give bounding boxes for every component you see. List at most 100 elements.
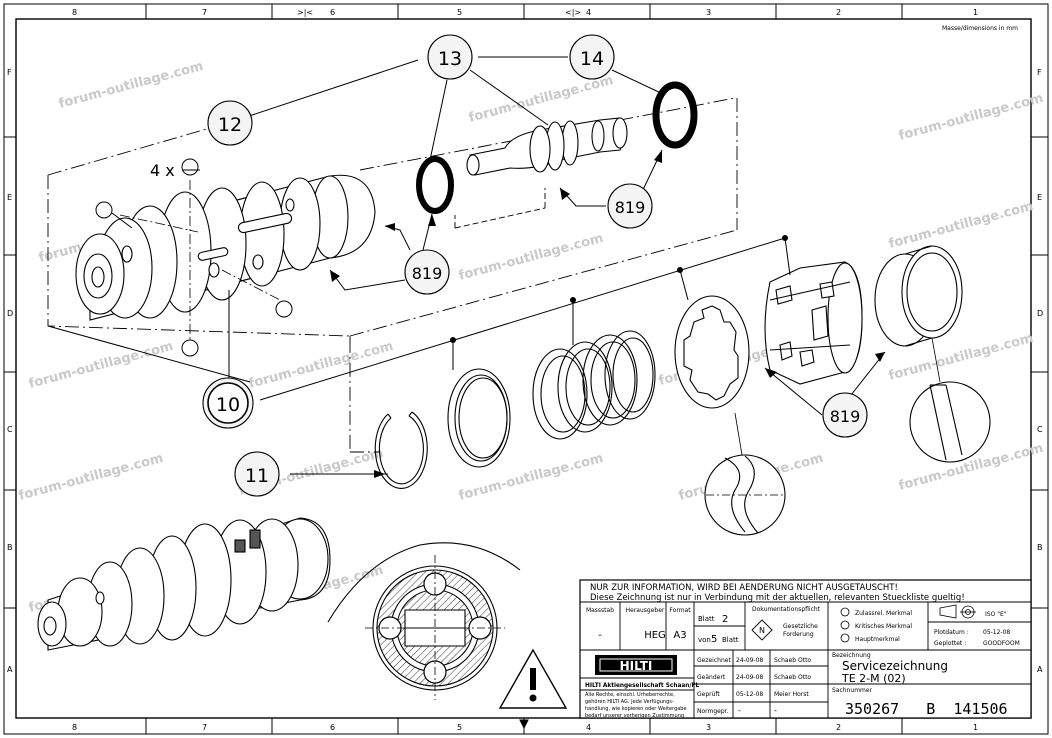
callout-number: 11: [245, 465, 269, 487]
rights-line: gehören HILTI AG. Jede Verfügungs-: [585, 699, 674, 705]
callout-number: 13: [438, 48, 462, 70]
callout-10: 10: [202, 377, 254, 429]
col-label: 4: [586, 723, 591, 732]
watermark-text: forum-outillage.com: [457, 451, 605, 504]
o-ring-14: [652, 81, 698, 149]
gezeichnet-name: Schaeb Otto: [774, 657, 811, 664]
legal-symbol: N: [759, 626, 765, 635]
row-label: F: [1037, 68, 1042, 77]
ball: [275, 300, 293, 318]
callout-819-right: 819: [822, 392, 868, 438]
col-label: 1: [973, 723, 978, 732]
callout-number: 10: [216, 394, 240, 416]
watermark-text: forum-outillage.com: [57, 59, 205, 112]
leader-dots: [450, 235, 788, 343]
callout-number: 14: [580, 48, 604, 70]
rights-line: handlung, wie kopieren oder Weitergabe: [585, 706, 687, 712]
callout-819-left: 819: [404, 249, 450, 295]
mark-2: Kritisches Merkmal: [855, 623, 912, 630]
sleeve-part: [874, 245, 963, 347]
mark-1: Zulassrel. Merkmal: [855, 610, 912, 617]
geplottet-label: Geplottet :: [934, 640, 966, 647]
quantity-label: 4 x: [150, 161, 175, 180]
col-label: 8: [72, 8, 77, 17]
title-block: NUR ZUR INFORMATION, WIRD BEI AENDERUNG …: [579, 579, 1032, 719]
watermark-text: forum-outillage.com: [467, 73, 615, 126]
gesetz-line-1: Gesetzliche: [783, 623, 818, 630]
rights-line: bedarf unserer vorherigen Zustimmung: [585, 713, 684, 719]
von-value: 5: [711, 634, 717, 645]
projection-symbol-icon: [939, 604, 976, 619]
watermark-text: forum-outillage.com: [897, 91, 1045, 144]
callout-13: 13: [427, 34, 473, 80]
warning-icon: [498, 648, 568, 709]
watermark-text: forum-outillage.com: [457, 231, 605, 284]
row-label: A: [1037, 665, 1043, 674]
ball-bearings-12: [95, 158, 293, 357]
herausgeber-value: HEG: [644, 630, 666, 641]
drawing-subtitle: TE 2-M (02): [841, 672, 906, 685]
ball: [181, 339, 199, 357]
geaendert-label: Geändert: [697, 674, 726, 681]
dimensions-note: Masse/dimensions in mm: [942, 25, 1018, 32]
col-label: 6: [330, 8, 335, 17]
mark-3: Hauptmerkmal: [855, 636, 900, 643]
rights-line: Alle Rechte, einschl. Urheberrechte,: [585, 692, 675, 698]
marker-circle-icons: [840, 607, 850, 643]
ball: [95, 201, 113, 219]
col-label: 3: [706, 8, 711, 17]
spring-part: [532, 330, 656, 440]
row-label: B: [1037, 543, 1043, 552]
hilti-logo: HILTI: [595, 655, 677, 675]
callout-number: 819: [830, 407, 861, 426]
callout-bubbles: 13 14 12 4 x 819 819 10 11: [150, 34, 868, 497]
col-label: 5: [457, 723, 462, 732]
row-label: C: [1037, 425, 1043, 434]
washer-part: [447, 368, 511, 468]
legal-diamond-icon: N: [751, 619, 773, 641]
geprueft-name: Meier Horst: [774, 691, 809, 698]
explosion-boundary: [47, 97, 738, 453]
plotdatum-label: Plotdatum :: [934, 629, 969, 636]
geprueft-label: Geprüft: [697, 691, 720, 698]
drawing-title: Servicezeichnung: [842, 659, 948, 673]
notice-line-1: NUR ZUR INFORMATION, WIRD BEI AENDERUNG …: [590, 583, 898, 593]
callout-14: 14: [569, 34, 615, 80]
col-label: 2: [836, 8, 841, 17]
detail-view-sleeve-edge: [909, 337, 991, 463]
watermark-text: forum-outillage.com: [27, 339, 175, 392]
logo-text: HILTI: [620, 659, 653, 673]
bezeichnung-label: Bezeichnung: [832, 652, 871, 659]
blatt-label-2: Blatt: [722, 636, 739, 644]
col-label: 7: [202, 723, 207, 732]
detail-view-ring-seam: [704, 412, 786, 536]
spindle-part: [75, 174, 376, 321]
col-label: 5: [457, 8, 462, 17]
col-label: 8: [72, 723, 77, 732]
cross-section-view: [327, 542, 521, 700]
row-label: F: [7, 68, 12, 77]
doku-label: Dokumentationspflicht: [752, 606, 821, 613]
geaendert-date: 24-09-08: [736, 674, 763, 681]
spindle-centerline: [119, 180, 281, 340]
row-label: E: [1037, 193, 1042, 202]
sachnummer-label: Sachnummer: [832, 687, 873, 694]
iso-label: ISO "E": [985, 611, 1007, 618]
row-label: B: [7, 543, 13, 552]
slotted-ring-part: [674, 295, 750, 409]
row-label: E: [7, 193, 12, 202]
plotdatum-value: 05-12-08: [983, 629, 1010, 636]
row-label: A: [7, 665, 13, 674]
geprueft-date: 05-12-08: [736, 691, 763, 698]
assembled-view: [37, 517, 331, 651]
massstab-value: -: [598, 630, 602, 641]
gezeichnet-label: Gezeichnet: [697, 657, 731, 664]
callout-quantity: 4 x: [150, 161, 175, 180]
col-label: 4: [586, 8, 591, 17]
drawing-frame: [3, 3, 1049, 735]
col-label: 2: [836, 723, 841, 732]
col-label: 3: [706, 723, 711, 732]
massstab-label: Massstab: [586, 607, 614, 614]
von-label: von: [698, 636, 711, 644]
